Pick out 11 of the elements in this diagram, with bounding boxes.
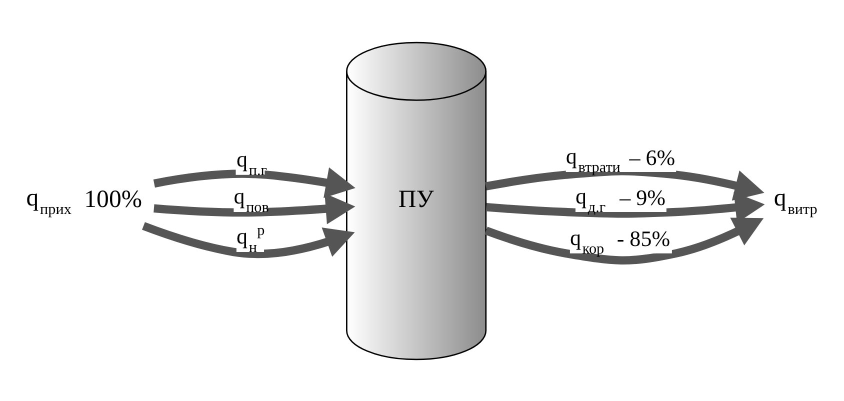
arrow xyxy=(152,166,355,198)
arrow xyxy=(484,217,764,264)
edge-label: q$_{п.г}$ xyxy=(236,146,266,178)
arrow xyxy=(153,192,355,224)
edge-label: q$_{втрати}$ – 6% xyxy=(565,143,675,176)
arrow xyxy=(142,222,354,258)
edge-label: q$_{пов}$ xyxy=(233,182,268,216)
edge-label: q$_{д.г}$ – 9% xyxy=(574,182,666,216)
node-text: q$_{витр}$ xyxy=(773,184,817,218)
edge-label: q$_{кор}$ - 85% xyxy=(569,224,670,257)
node-text: q$_{прих}$ 100% xyxy=(26,184,142,218)
